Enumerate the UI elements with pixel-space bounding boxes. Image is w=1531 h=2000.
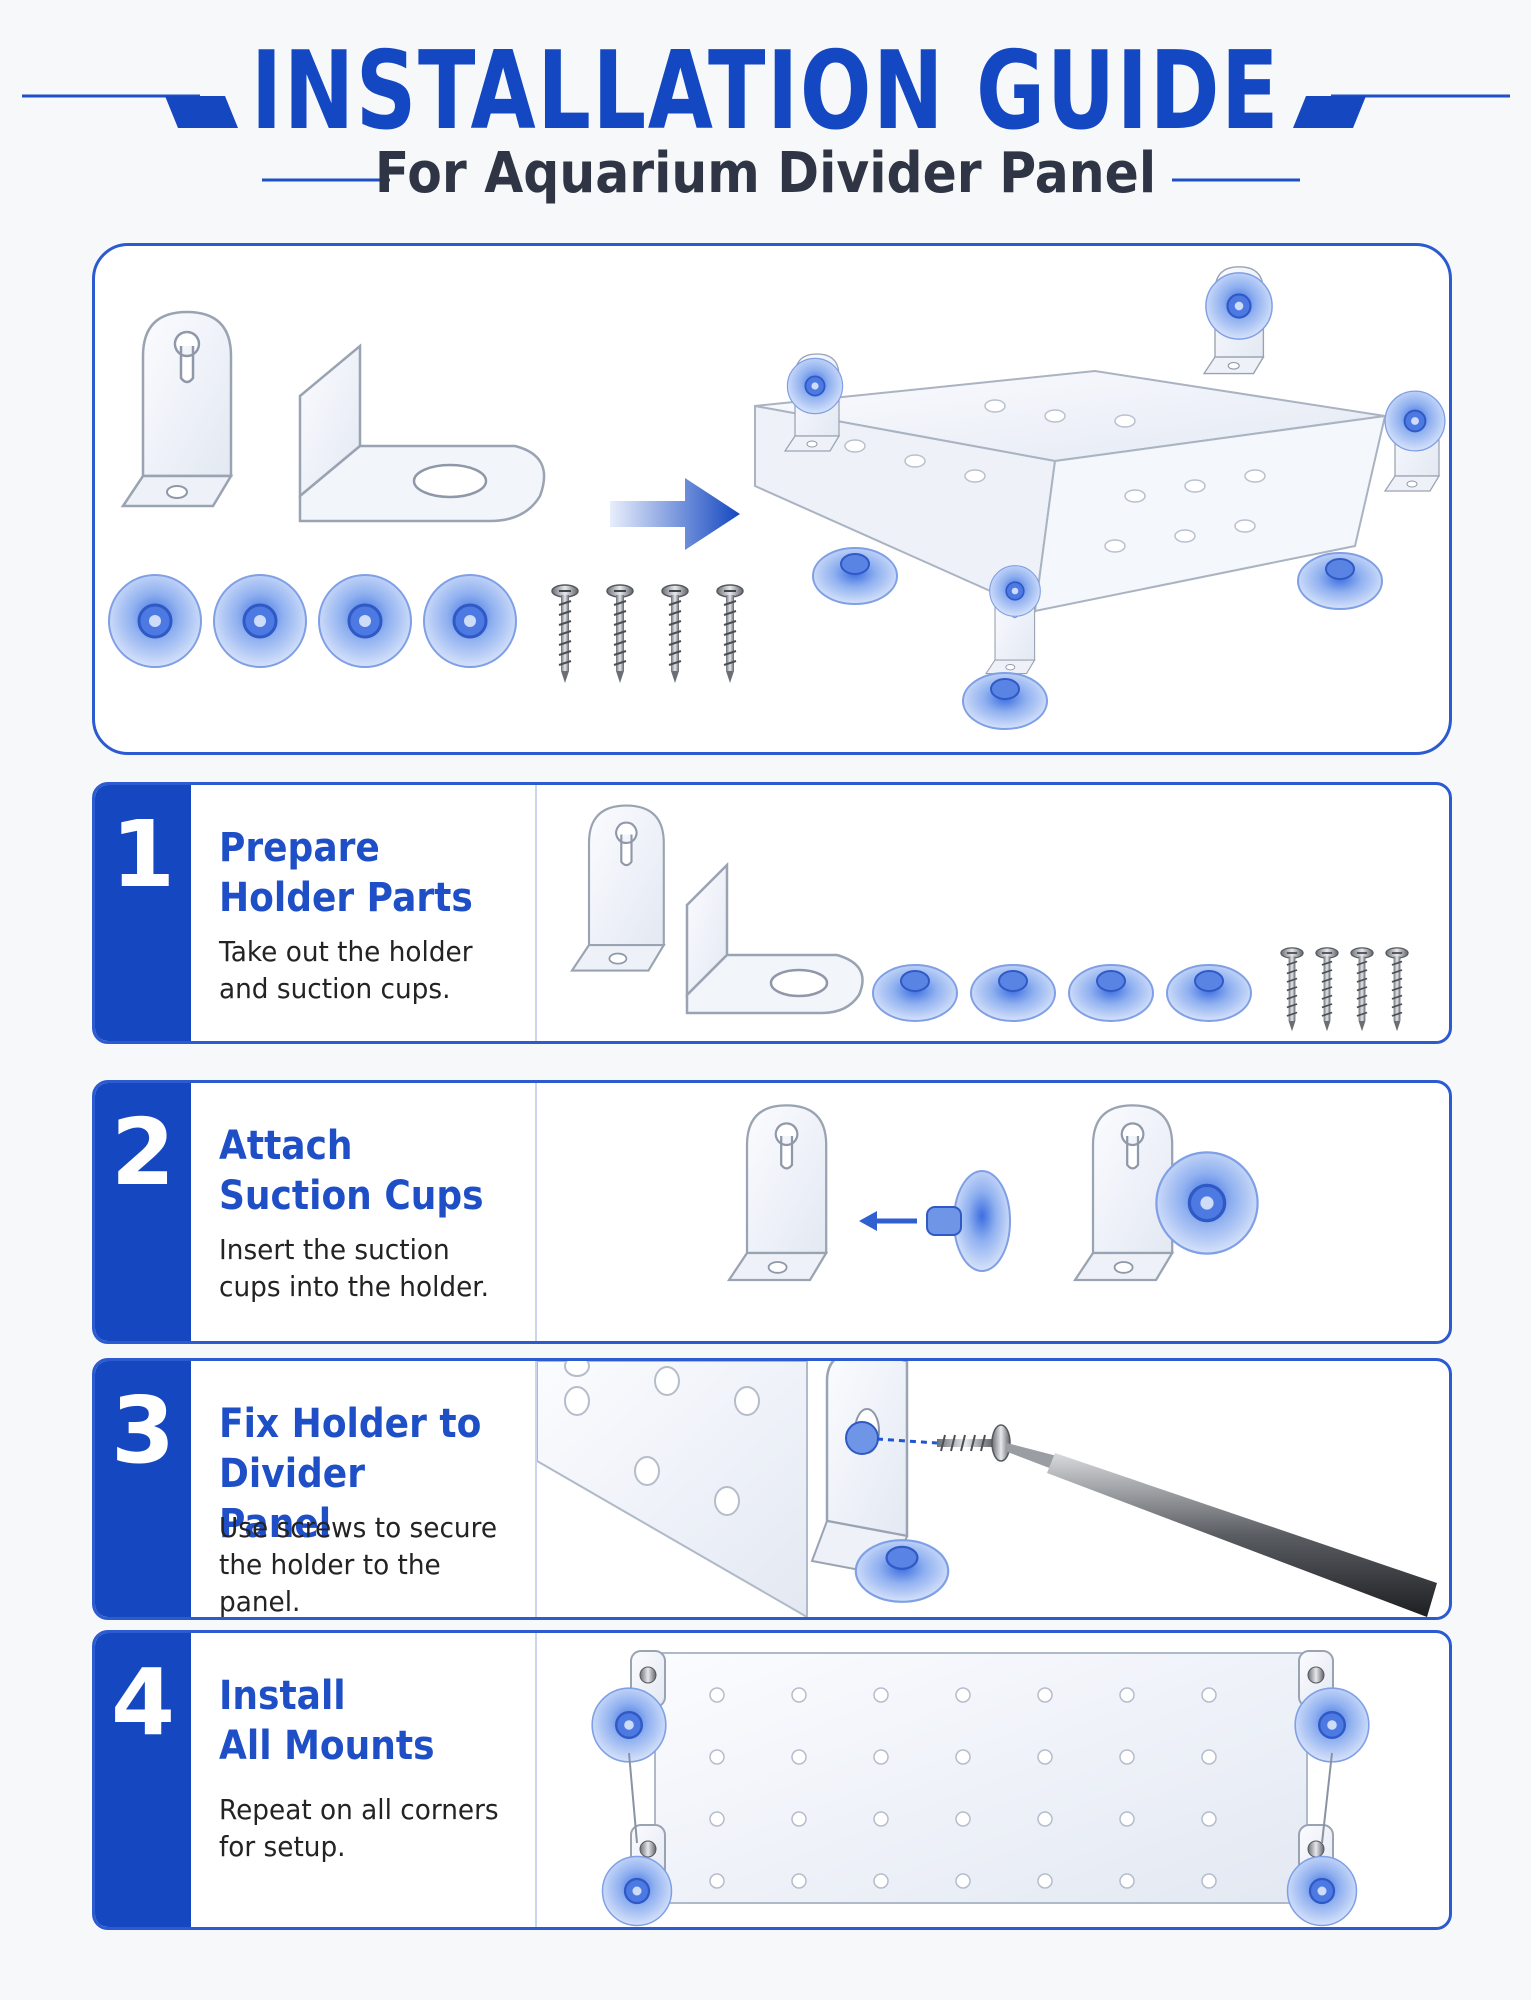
step-description-line-1: Repeat on all corners: [219, 1793, 499, 1826]
suction-cup-icon: [970, 964, 1056, 1022]
mount-icon: [591, 1650, 667, 1764]
header: INSTALLATION GUIDE For Aquarium Divider …: [0, 0, 1531, 230]
overview-illustration: [107, 266, 1446, 730]
step-number-column: 1: [95, 785, 191, 1041]
step-title-line-2: All Mounts: [219, 1723, 435, 1769]
step-title: Prepare Holder Parts: [219, 823, 489, 923]
step-title: Attach Suction Cups: [219, 1121, 489, 1221]
step-number: 2: [110, 1099, 175, 1206]
screw-icon: [1280, 947, 1304, 1033]
step-title-line-1: Fix Holder to: [219, 1401, 482, 1447]
suction-cup-icon: [1068, 964, 1154, 1022]
suction-cup-icon: [212, 573, 308, 669]
guide-line: [1321, 1752, 1333, 1844]
step-number-column: 3: [95, 1361, 191, 1617]
l-bracket-icon: [121, 310, 233, 508]
screw-icon: [937, 1424, 1011, 1462]
suction-cup-icon: [926, 1170, 1011, 1272]
suction-cup-icon: [872, 964, 958, 1022]
step-title-line-2: Suction Cups: [219, 1173, 484, 1219]
title-wedge-right: [1293, 96, 1366, 128]
step-title-line-2: Divider Panel: [219, 1451, 365, 1547]
step-title-line-2: Holder Parts: [219, 875, 473, 921]
overview-panel: [92, 243, 1452, 755]
divider-panel-icon: [537, 1361, 808, 1617]
right-arrow-icon: [610, 478, 740, 550]
step-number-column: 4: [95, 1633, 191, 1927]
step-title-line-1: Install: [219, 1673, 346, 1719]
header-decoration: [22, 94, 1510, 182]
l-bracket-icon: [685, 861, 864, 1015]
suction-cup-icon: [422, 573, 518, 669]
step-title-line-1: Attach: [219, 1123, 353, 1169]
step-4-card: 4 Install All Mounts Repeat on all corne…: [92, 1630, 1452, 1930]
divider-panel-icon: [654, 1652, 1308, 1904]
step-description-line-1: Use screws to secure: [219, 1511, 498, 1544]
mount-icon: [601, 1824, 673, 1927]
screw-icon: [606, 584, 634, 684]
step-description: Take out the holder and suction cups.: [219, 933, 529, 1007]
l-bracket-icon: [298, 343, 546, 523]
suction-cup-icon: [854, 1539, 950, 1603]
screw-icon: [661, 584, 689, 684]
step-title: Install All Mounts: [219, 1671, 489, 1771]
mount-icon: [1286, 1824, 1358, 1927]
step-title-line-1: Prepare: [219, 825, 380, 871]
suction-cup-icon: [1166, 964, 1252, 1022]
left-arrow-icon: [859, 1211, 917, 1231]
step-2-card: 2 Attach Suction Cups Insert the suction…: [92, 1080, 1452, 1344]
step-description-line-1: Insert the suction: [219, 1233, 450, 1266]
step-1-card: 1 Prepare Holder Parts Take out the hold…: [92, 782, 1452, 1044]
step-title: Fix Holder to Divider Panel: [219, 1399, 489, 1549]
step-number: 1: [110, 801, 175, 908]
guide-line: [628, 1752, 638, 1844]
step-description-line-2: the holder to the panel.: [219, 1548, 441, 1618]
l-bracket-icon: [727, 1104, 828, 1282]
step-4-illustration: [591, 1650, 1371, 1927]
step-divider: [535, 1361, 537, 1617]
step-3-illustration: [537, 1361, 1437, 1617]
suction-cup-icon: [1154, 1150, 1260, 1256]
suction-cup-icon: [107, 573, 203, 669]
step-description: Insert the suction cups into the holder.: [219, 1231, 529, 1305]
page-title: INSTALLATION GUIDE: [250, 29, 1281, 154]
mount-icon: [1293, 1650, 1371, 1764]
step-description: Use screws to secure the holder to the p…: [219, 1509, 529, 1618]
screw-icon: [716, 584, 744, 684]
step-number: 3: [110, 1377, 175, 1484]
screw-icon: [1315, 947, 1339, 1033]
screw-icon: [1385, 947, 1409, 1033]
step-number-column: 2: [95, 1083, 191, 1341]
step-3-card: 3 Fix Holder to Divider Panel Use screws…: [92, 1358, 1452, 1620]
assembled-panel-icon: [754, 266, 1446, 730]
step-description-line-1: Take out the holder: [219, 935, 473, 968]
step-2-illustration: [727, 1104, 1260, 1282]
screwdriver-icon: [1005, 1443, 1437, 1617]
l-bracket-icon: [570, 804, 665, 972]
step-divider: [535, 785, 537, 1041]
screw-icon: [1350, 947, 1374, 1033]
step-description-line-2: for setup.: [219, 1830, 346, 1863]
step-1-illustration: [570, 804, 1409, 1033]
step-divider: [535, 1633, 537, 1927]
screw-icon: [551, 584, 579, 684]
step-description-line-2: and suction cups.: [219, 972, 451, 1005]
step-divider: [535, 1083, 537, 1341]
step-number: 4: [110, 1649, 175, 1756]
step-description: Repeat on all corners for setup.: [219, 1791, 529, 1865]
page-subtitle: For Aquarium Divider Panel: [374, 141, 1157, 206]
title-wedge-left: [165, 96, 238, 128]
suction-cup-icon: [317, 573, 413, 669]
step-description-line-2: cups into the holder.: [219, 1270, 490, 1303]
